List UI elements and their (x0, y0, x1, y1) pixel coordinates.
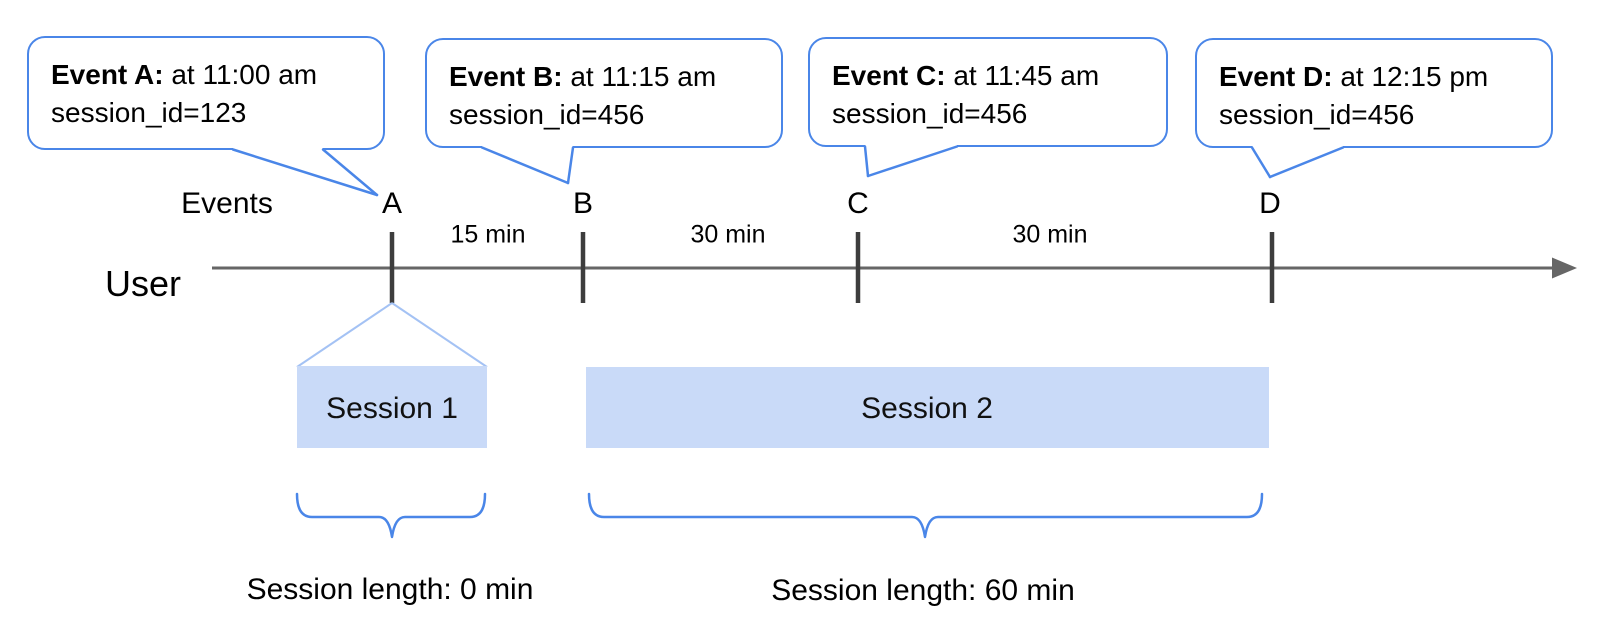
session-1-label: Session 1 (326, 392, 458, 425)
user-axis-label: User (104, 263, 182, 304)
event-c-title: Event C: (832, 60, 946, 91)
event-d-title: Event D: (1219, 61, 1333, 92)
tail-a-right-edge (321, 148, 379, 197)
event-d-session-id: session_id=456 (1219, 99, 1415, 130)
tail-b-left-edge (480, 146, 570, 185)
event-b-title: Event B: (449, 61, 563, 92)
tail-d-left-edge (1250, 146, 1272, 179)
session-2-length-label: Session length: 60 min (771, 574, 1075, 607)
event-b-callout-line1: Event B: at 11:15 am (449, 58, 773, 96)
session-2-brace (587, 492, 1264, 539)
event-d-callout-line1: Event D: at 12:15 pm (1219, 58, 1543, 96)
event-b-callout-tail (480, 144, 575, 185)
event-c-callout-line1: Event C: at 11:45 am (832, 57, 1158, 95)
event-c-time: at 11:45 am (945, 60, 1100, 91)
event-c-callout: Event C: at 11:45 am session_id=456 (808, 37, 1168, 147)
event-a-time: at 11:00 am (163, 59, 318, 90)
interval-a-b-label: 15 min (450, 220, 526, 249)
tail-b-right-edge (566, 146, 575, 185)
event-mark-a: A (381, 187, 403, 220)
interval-b-c-label: 30 min (690, 220, 766, 249)
events-row-label: Events (181, 187, 273, 220)
funnel-left-line (296, 302, 393, 368)
event-d-callout: Event D: at 12:15 pm session_id=456 (1195, 38, 1553, 148)
tail-c-left-edge (863, 145, 870, 178)
funnel-right-line (391, 302, 488, 368)
event-d-callout-tail (1250, 144, 1345, 179)
session-1-brace (295, 492, 487, 539)
event-b-session-id: session_id=456 (449, 99, 645, 130)
event-b-time: at 11:15 am (562, 61, 717, 92)
event-a-callout: Event A: at 11:00 am session_id=123 (27, 36, 385, 150)
session-2-label: Session 2 (861, 392, 993, 425)
tail-c-right-edge (866, 145, 959, 178)
event-a-callout-line1: Event A: at 11:00 am (51, 56, 375, 94)
event-a-title: Event A: (51, 59, 164, 90)
event-mark-c: C (847, 187, 869, 220)
session-1-length-label: Session length: 0 min (246, 573, 534, 606)
tail-d-right-edge (1268, 146, 1345, 179)
event-c-callout-tail (863, 143, 959, 178)
event-mark-d: D (1259, 187, 1281, 220)
event-b-callout: Event B: at 11:15 am session_id=456 (425, 38, 783, 148)
event-c-session-id: session_id=456 (832, 98, 1028, 129)
timeline-arrowhead (1552, 257, 1577, 279)
event-a-session-id: session_id=123 (51, 97, 247, 128)
event-d-time: at 12:15 pm (1332, 61, 1489, 92)
event-mark-b: B (572, 187, 594, 220)
interval-c-d-label: 30 min (1012, 220, 1088, 249)
